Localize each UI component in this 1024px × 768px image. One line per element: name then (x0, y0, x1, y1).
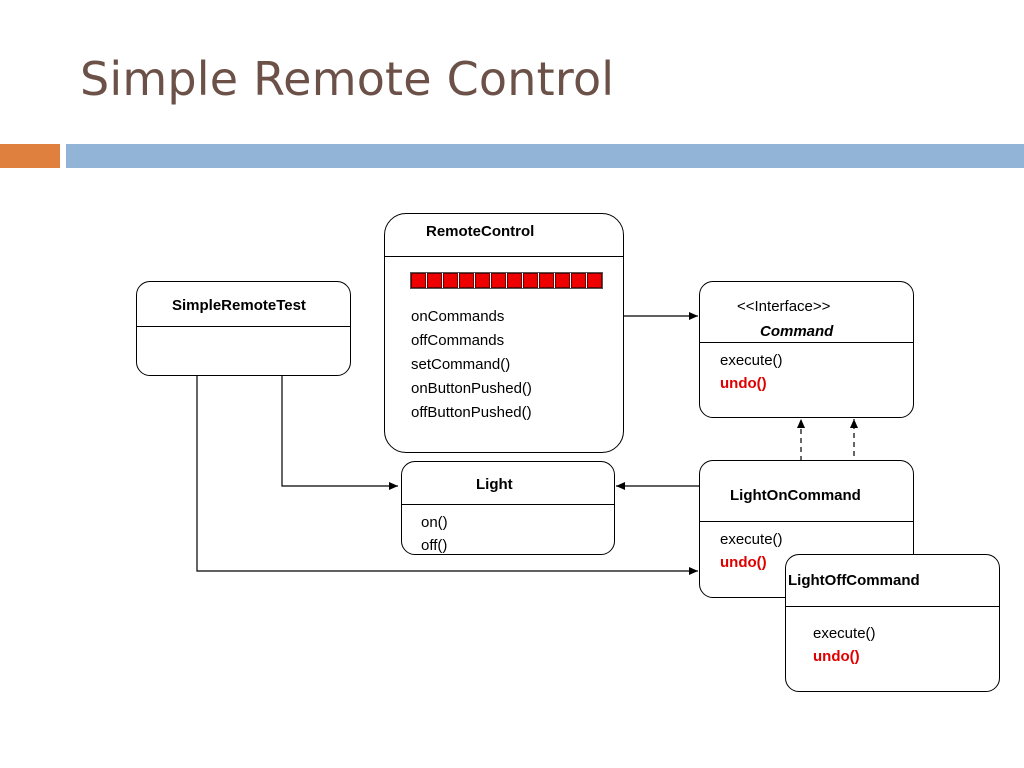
accent-bar-orange (0, 144, 60, 168)
command-execute: execute() (720, 352, 783, 369)
remotecontrol-member: onCommands (411, 308, 505, 325)
button-slot (587, 273, 602, 288)
button-slot (523, 273, 538, 288)
lightoffcommand-class: LightOffCommand execute() undo() (785, 554, 1000, 692)
button-slot (411, 273, 426, 288)
button-slot (539, 273, 554, 288)
lightoffcommand-divider (786, 606, 999, 607)
simpleremotetest-class: SimpleRemoteTest (136, 281, 351, 376)
remotecontrol-divider (385, 256, 623, 257)
button-slot (427, 273, 442, 288)
button-slot (475, 273, 490, 288)
lightoffcommand-name: LightOffCommand (788, 572, 920, 589)
button-slot (507, 273, 522, 288)
lightoncommand-undo: undo() (720, 554, 767, 571)
remotecontrol-member: setCommand() (411, 356, 511, 373)
command-name: Command (760, 323, 834, 340)
lightoncommand-divider (700, 521, 913, 522)
command-undo: undo() (720, 375, 767, 392)
button-slot (571, 273, 586, 288)
remotecontrol-member: offCommands (411, 332, 505, 349)
button-slot (459, 273, 474, 288)
lightoncommand-name: LightOnCommand (730, 487, 861, 504)
test-to-lightoncommand-arrow (196, 375, 698, 575)
remotecontrol-member: onButtonPushed() (411, 380, 532, 397)
button-slots (410, 272, 603, 289)
remotecontrol-name: RemoteControl (426, 223, 535, 240)
button-slot (491, 273, 506, 288)
lightoncommand-execute: execute() (720, 531, 783, 548)
simpleremotetest-divider (137, 326, 350, 327)
simpleremotetest-name: SimpleRemoteTest (172, 297, 306, 314)
command-divider (700, 342, 913, 343)
accent-bar-blue (66, 144, 1024, 168)
command-stereotype: <<Interface>> (737, 298, 831, 315)
remotecontrol-member: offButtonPushed() (411, 404, 532, 421)
test-to-light-arrow (281, 375, 398, 490)
light-name: Light (476, 476, 513, 493)
command-interface: <<Interface>> Command execute() undo() (699, 281, 914, 418)
light-divider (402, 504, 614, 505)
slide-title: Simple Remote Control (80, 52, 615, 106)
button-slot (443, 273, 458, 288)
light-member-on: on() (421, 514, 448, 531)
lightoffcommand-execute: execute() (813, 625, 876, 642)
button-slot (555, 273, 570, 288)
lightoffcommand-undo: undo() (813, 648, 860, 665)
light-member-off: off() (421, 537, 448, 554)
light-class: Light on() off() (401, 461, 615, 555)
remotecontrol-class: RemoteControl onCommands offCommands set… (384, 213, 624, 453)
